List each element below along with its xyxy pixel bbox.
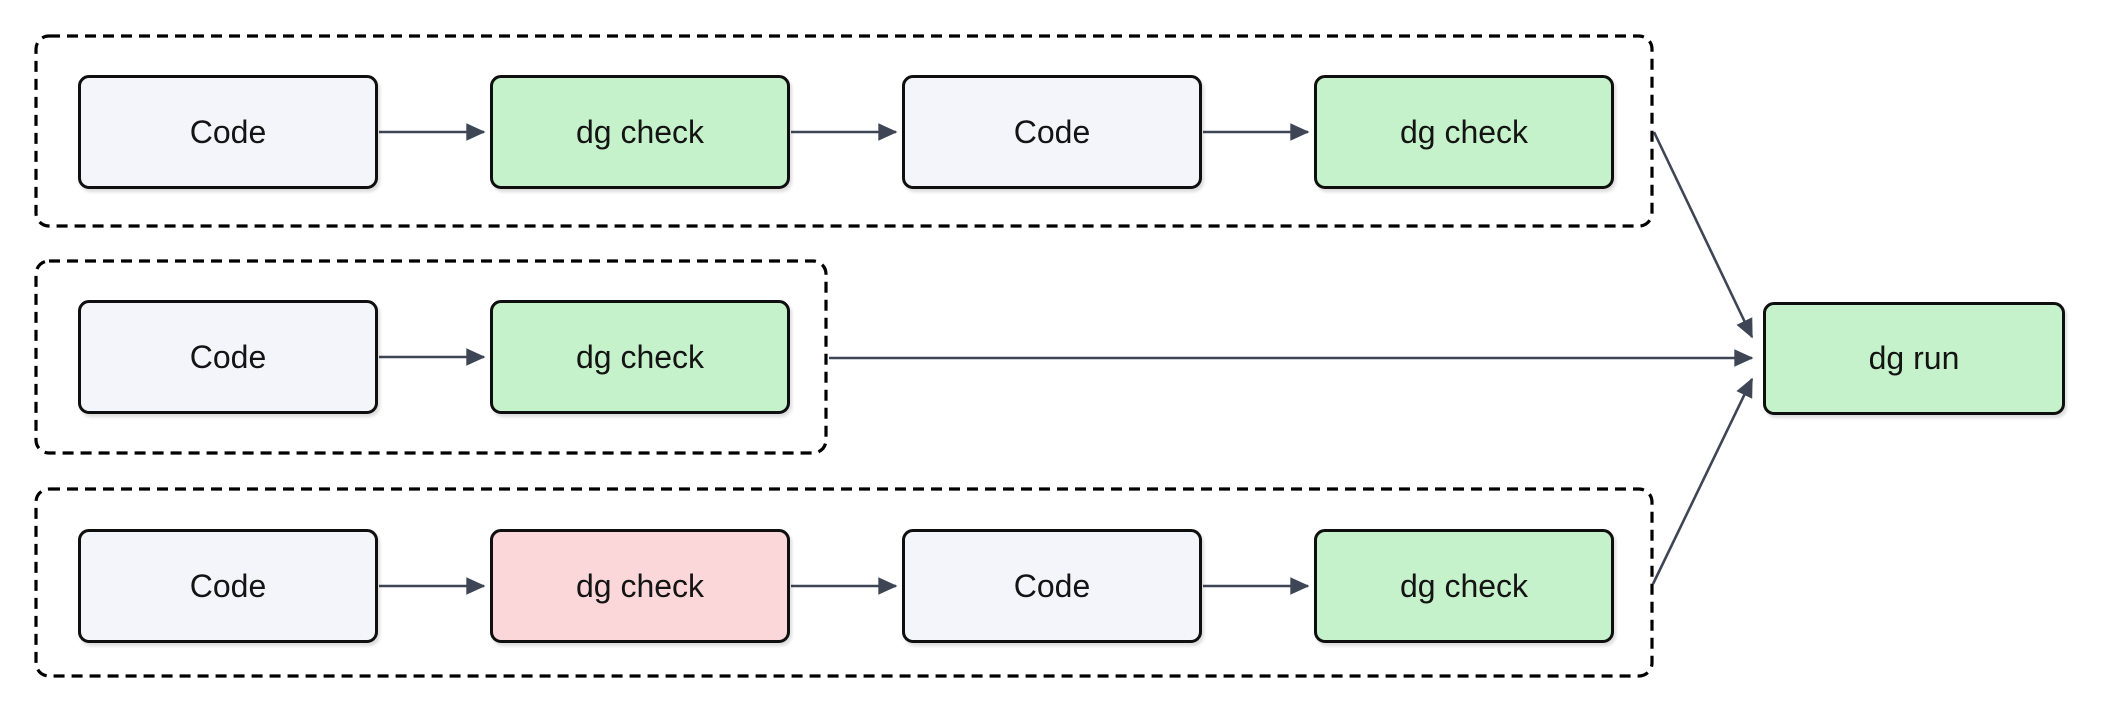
node-label: dg check [575, 338, 705, 375]
node-lane1-code-2: Code [902, 75, 1202, 189]
lane-1-border [34, 34, 1654, 228]
node-label: Code [189, 567, 267, 604]
lane-2-border [34, 259, 828, 455]
node-label: dg run [1868, 340, 1960, 376]
node-lane1-check-1: dg check [490, 75, 790, 189]
node-label: dg check [1399, 567, 1529, 604]
lane-3-border [34, 487, 1654, 678]
node-dg-run: dg run [1763, 302, 2065, 415]
node-label: dg check [575, 113, 705, 150]
node-lane2-check-1: dg check [490, 300, 790, 414]
node-label: Code [1013, 567, 1091, 604]
node-label: Code [189, 338, 267, 375]
node-label: dg check [575, 567, 705, 604]
edge-lane1-to-dg-run [1652, 131, 1754, 339]
node-lane3-code-1: Code [78, 529, 378, 643]
node-lane1-code-1: Code [78, 75, 378, 189]
edge-lane3-to-dg-run [1651, 377, 1754, 585]
node-label: Code [1013, 113, 1091, 150]
node-lane3-check-2: dg check [1314, 529, 1614, 643]
node-lane2-code-1: Code [78, 300, 378, 414]
node-lane3-code-2: Code [902, 529, 1202, 643]
node-lane3-check-1: dg check [490, 529, 790, 643]
node-label: dg check [1399, 113, 1529, 150]
node-lane1-check-2: dg check [1314, 75, 1614, 189]
node-label: Code [189, 113, 267, 150]
